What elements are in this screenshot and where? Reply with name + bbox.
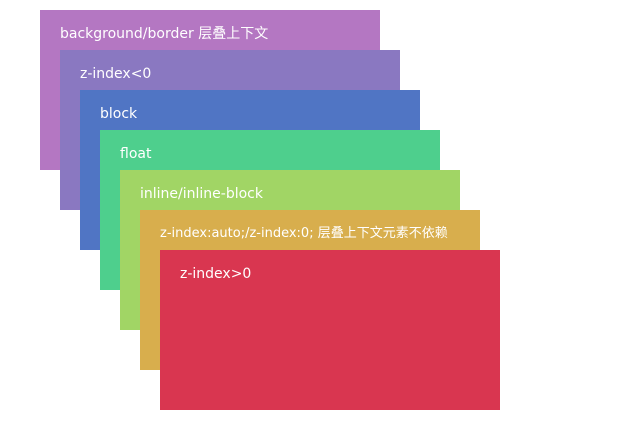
layer-label: z-index<0 — [80, 66, 152, 82]
layer-label: background/border 层叠上下文 — [60, 26, 269, 42]
layer-label: inline/inline-block — [140, 186, 263, 202]
layer-label: float — [120, 146, 152, 162]
layer-positive-z-index: z-index>0 — [160, 250, 500, 410]
layer-label: z-index>0 — [180, 266, 252, 282]
layer-label: block — [100, 106, 138, 122]
layer-label: z-index:auto;/z-index:0; 层叠上下文元素不依赖 — [160, 226, 448, 241]
